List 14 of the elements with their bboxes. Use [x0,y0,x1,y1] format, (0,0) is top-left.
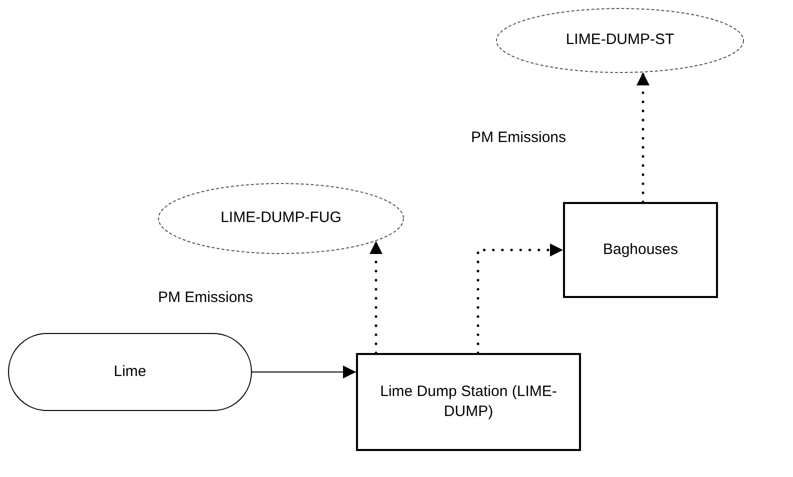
dotted-arrow [636,71,650,204]
terminator-shape [8,333,252,411]
node-label: Lime Dump Station (LIME-DUMP) [379,382,558,422]
emission-point-ellipse [158,183,404,254]
dotted-arrow [476,244,564,354]
node-label: LIME-DUMP-FUG [220,208,342,228]
node-label: LIME-DUMP-ST [566,30,674,50]
node-label: Lime [114,362,146,382]
emission-point-ellipse [496,8,744,73]
process-box [356,353,581,451]
dotted-arrow [370,240,382,354]
node-label: Baghouses [602,240,678,260]
process-box [563,202,718,298]
arrow [252,366,356,378]
